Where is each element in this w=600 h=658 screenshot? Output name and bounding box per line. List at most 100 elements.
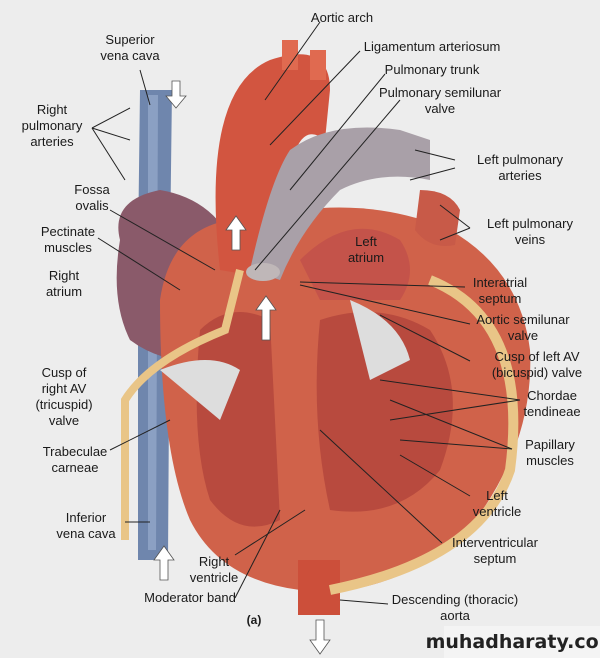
label-line: Left pulmonary (487, 216, 573, 231)
label-line: vena cava (100, 48, 160, 63)
leader-line (264, 21, 321, 101)
leader-line (254, 99, 401, 271)
label-line: valve (49, 413, 79, 428)
leader-line (389, 399, 513, 450)
leader-line (439, 204, 471, 229)
label-line: Cusp of (42, 365, 87, 380)
leader-line (234, 509, 306, 556)
label-line: Descending (thoracic) (392, 592, 518, 607)
label-line: Fossa (74, 182, 110, 197)
leader-line (339, 599, 389, 605)
label-moderator-band: Moderator band (144, 590, 236, 605)
label-line: septum (479, 291, 522, 306)
leader-line (91, 127, 131, 141)
leader-line (289, 73, 386, 191)
leader-line (97, 237, 181, 291)
leader-line (414, 149, 456, 161)
label-line: aorta (440, 608, 470, 623)
panel-label: (a) (247, 613, 262, 627)
leader-line (319, 429, 443, 544)
label-line: Pulmonary semilunar (379, 85, 502, 100)
leader-line (299, 281, 466, 288)
label-line: Right (49, 268, 80, 283)
label-line: (bicuspid) valve (492, 365, 582, 380)
watermark: muhadharaty.com (426, 626, 600, 658)
label-line: Interatrial (473, 275, 527, 290)
leader-line (389, 399, 521, 421)
label-line: valve (425, 101, 455, 116)
label-line: atrium (348, 250, 384, 265)
label-line: right AV (42, 381, 87, 396)
label-line: muscles (44, 240, 92, 255)
label-line: Trabeculae (43, 444, 108, 459)
label-line: Aortic arch (311, 10, 373, 25)
leader-line (439, 227, 471, 241)
label-line: carneae (52, 460, 99, 475)
label-descending-aorta: Descending (thoracic)aorta (392, 592, 518, 623)
label-line: arteries (30, 134, 74, 149)
label-line: atrium (46, 284, 82, 299)
heart-illustration (116, 40, 531, 655)
label-line: Chordae (527, 388, 577, 403)
label-line: Pectinate (41, 224, 95, 239)
label-line: ventricle (190, 570, 238, 585)
label-line: Superior (105, 32, 155, 47)
leader-line (234, 509, 281, 599)
leader-line (299, 284, 471, 325)
leader-line (269, 50, 361, 146)
aorta (215, 54, 330, 281)
label-line: Right (199, 554, 230, 569)
label-line: Interventricular (452, 535, 539, 550)
label-line: Right (37, 102, 68, 117)
label-ligamentum-arteriosum: Ligamentum arteriosum (364, 39, 501, 54)
pulmonary-trunk (250, 127, 430, 280)
label-line: veins (515, 232, 546, 247)
label-cusp-left-av: Cusp of left AV(bicuspid) valve (492, 349, 582, 380)
label-line: ventricle (473, 504, 521, 519)
leader-lines (91, 21, 521, 605)
label-line: tendineae (523, 404, 580, 419)
leader-line (139, 69, 151, 106)
leader-line (91, 127, 126, 181)
label-aortic-arch: Aortic arch (311, 10, 373, 25)
leader-line (91, 107, 131, 129)
label-line: ovalis (75, 198, 109, 213)
label-line: muscles (526, 453, 574, 468)
label-line: Left (355, 234, 377, 249)
label-line: Left (486, 488, 508, 503)
label-line: arteries (498, 168, 542, 183)
label-line: pulmonary (22, 118, 83, 133)
label-line: septum (474, 551, 517, 566)
label-line: valve (508, 328, 538, 343)
label-line: Left pulmonary (477, 152, 563, 167)
leader-line (379, 379, 521, 401)
leader-line (109, 419, 171, 451)
label-line: Aortic semilunar (476, 312, 570, 327)
leader-line (399, 454, 471, 497)
label-pulmonary-trunk: Pulmonary trunk (385, 62, 480, 77)
label-line: vena cava (56, 526, 116, 541)
label-line: Papillary (525, 437, 575, 452)
label-line: (tricuspid) (35, 397, 92, 412)
leader-line (409, 167, 456, 181)
label-line: Inferior (66, 510, 107, 525)
leader-line (399, 439, 513, 450)
